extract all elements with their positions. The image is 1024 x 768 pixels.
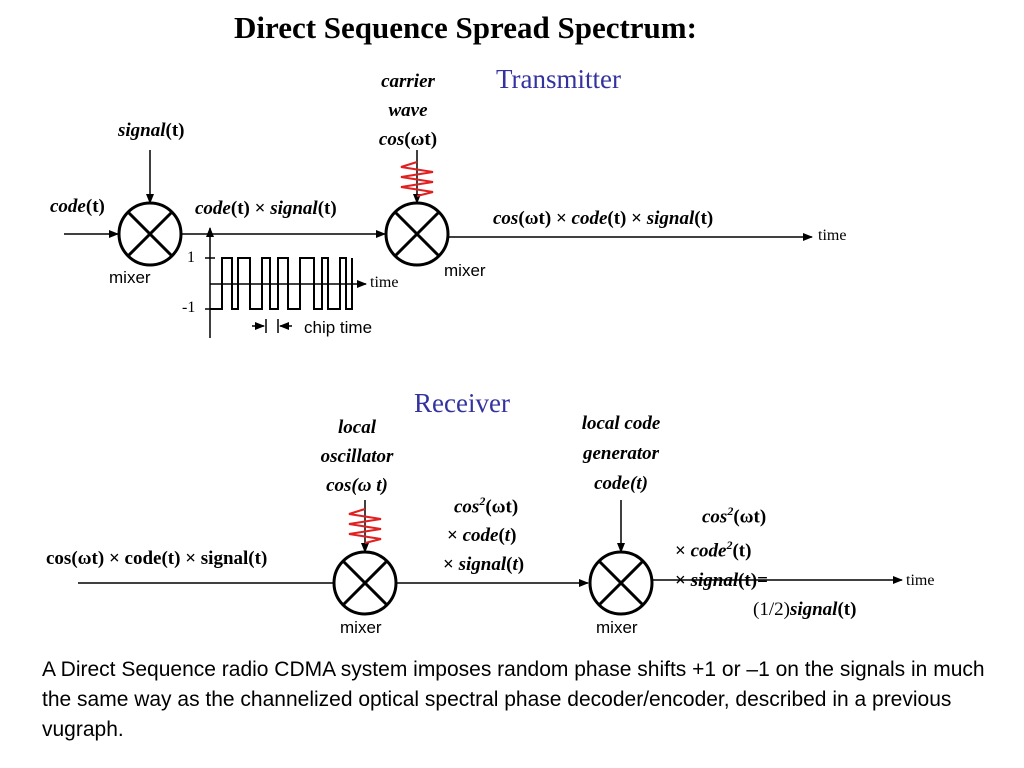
tx-mixer1-label: mixer: [109, 268, 151, 287]
rx-output-label: cos2(ωt) × code2(t) × signal(t)= (1/2)si…: [675, 504, 857, 620]
code-square-wave: [210, 257, 353, 310]
code-wave-time-label: time: [370, 274, 399, 291]
tx-mixer2-label: mixer: [444, 261, 486, 280]
code-axis-plus1: 1: [187, 249, 195, 266]
code-generator-label: local code generator code(t): [581, 413, 661, 494]
carrier-wave-label: carrier wave cos(ωt): [378, 71, 438, 150]
rx-time-label: time: [906, 572, 935, 589]
tx-carrier-wave-icon: [400, 161, 434, 197]
tx-output-label: cos(ωt) × code(t) × signal(t): [493, 208, 714, 229]
tx-mixer2-icon: [384, 201, 450, 267]
rx-mid-label: cos2(ωt) × code(t) × signal(t): [443, 494, 525, 576]
tx-time-label: time: [818, 227, 847, 244]
signal-input-label: signal(t): [118, 120, 185, 141]
page-title: Direct Sequence Spread Spectrum:: [234, 10, 697, 45]
rx-lo-wave-icon: [348, 508, 382, 544]
local-oscillator-label: local oscillator cos(ω t): [320, 417, 394, 496]
transmitter-heading: Transmitter: [496, 64, 622, 94]
code-axis-minus1: -1: [182, 299, 196, 316]
tx-mid-label: code(t) × signal(t): [195, 198, 337, 219]
rx-mixer2-icon: [588, 550, 654, 616]
receiver-heading: Receiver: [414, 388, 510, 418]
rx-mixer2-label: mixer: [596, 618, 638, 637]
rx-mixer1-label: mixer: [340, 618, 382, 637]
rx-mixer1-icon: [332, 550, 398, 616]
code-input-label: code(t): [50, 196, 105, 217]
rx-input-label: cos(ωt) × code(t) × signal(t): [46, 548, 268, 569]
chip-time-label: chip time: [304, 318, 373, 337]
description-text: A Direct Sequence radio CDMA system impo…: [42, 658, 985, 741]
tx-mixer1-icon: [117, 201, 183, 267]
